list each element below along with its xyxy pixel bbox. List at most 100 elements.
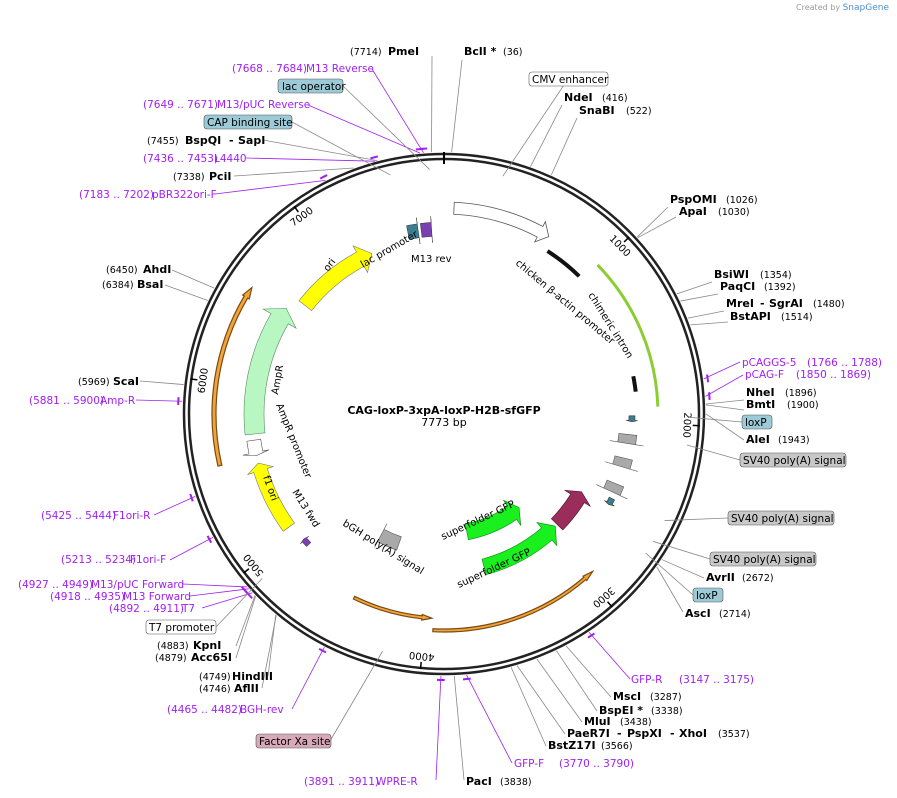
- cmv-enhancer-arc: [453, 201, 550, 243]
- enzyme-pos: (4883): [157, 641, 189, 652]
- enzyme-pos: (2672): [742, 573, 774, 584]
- primer-name[interactable]: BGH-rev: [240, 704, 284, 716]
- enzyme-name[interactable]: ApaI: [679, 205, 707, 218]
- primer-name[interactable]: F1ori-R: [113, 510, 150, 522]
- sv40-polya-block: [609, 433, 644, 447]
- primer-name[interactable]: M13/pUC Forward: [91, 579, 184, 591]
- enzyme-name[interactable]: PspXI: [627, 727, 662, 740]
- sv40-polya-block: [604, 455, 638, 472]
- primer-name[interactable]: pCAG-F: [745, 369, 784, 381]
- promoter-end-arc: [631, 375, 638, 392]
- m13-rev-block: [420, 216, 433, 243]
- primer-pos: (4892 .. 4911): [109, 603, 184, 615]
- enzyme-name[interactable]: AvrII: [706, 571, 735, 584]
- enzyme-name[interactable]: KpnI: [193, 639, 221, 652]
- primer-pos: (4465 .. 4482): [167, 704, 242, 716]
- primer-pos: (5213 .. 5234): [61, 554, 136, 566]
- enzyme-name[interactable]: XhoI: [679, 727, 707, 740]
- enzyme-name[interactable]: BstAPI: [730, 310, 771, 323]
- enzyme-leader-line: [139, 380, 184, 385]
- primer-name[interactable]: GFP-R: [631, 674, 662, 686]
- enzyme-name[interactable]: BspEI *: [599, 704, 643, 717]
- enzyme-name[interactable]: MluI: [584, 715, 611, 728]
- enzyme-name[interactable]: MreI: [726, 297, 754, 310]
- enzyme-leader-line: [550, 117, 578, 176]
- feature-label: superfolder GFP: [456, 547, 533, 591]
- enzyme-name[interactable]: PspOMI: [670, 193, 717, 206]
- enzyme-name[interactable]: BstZ17I: [548, 739, 596, 752]
- enzyme-pos: (1900): [787, 400, 819, 411]
- enzyme-name[interactable]: Acc65I: [191, 651, 232, 664]
- feature-box[interactable]: [255, 733, 332, 749]
- feature-box[interactable]: [709, 551, 817, 567]
- enzyme-name[interactable]: AleI: [746, 433, 770, 446]
- enzyme-name[interactable]: NheI: [746, 386, 775, 399]
- enzyme-pos: (7338): [173, 172, 205, 183]
- enzyme-leader-line: [661, 559, 705, 579]
- primer-name[interactable]: M13/pUC Reverse: [217, 99, 310, 111]
- enzyme-name[interactable]: MscI: [613, 690, 641, 703]
- enzyme-name[interactable]: BmtI: [746, 398, 775, 411]
- enzyme-pos: (3838): [500, 777, 532, 788]
- m13-fwd-marker: [300, 536, 312, 548]
- primer-name[interactable]: L4440: [214, 153, 247, 165]
- enzyme-name[interactable]: BsiWI: [714, 268, 749, 281]
- enzyme-leader-line: [676, 281, 713, 295]
- feature-box[interactable]: [528, 71, 609, 87]
- enzyme-name[interactable]: SgrAI: [769, 297, 803, 310]
- enzyme-name[interactable]: NdeI: [564, 91, 593, 104]
- primer-pos: (5881 .. 5900): [29, 395, 104, 407]
- snapgene-brand: Created by SnapGene: [796, 3, 889, 13]
- enzyme-name[interactable]: PmeI: [388, 45, 419, 58]
- enzyme-name[interactable]: PciI: [209, 170, 231, 183]
- primer-name[interactable]: pBR322ori-F: [152, 189, 217, 201]
- enzyme-name[interactable]: PacI: [466, 775, 492, 788]
- primer-name[interactable]: GFP-F: [514, 758, 544, 770]
- primer-name[interactable]: pCAGGS-5: [742, 357, 796, 369]
- primer-name[interactable]: Amp-R: [100, 395, 135, 407]
- primer-pos: (5425 .. 5444): [41, 510, 116, 522]
- feature-arcs: [211, 201, 660, 633]
- feature-box[interactable]: [277, 78, 344, 94]
- f1-ori-arrow: [246, 462, 295, 532]
- enzyme-name[interactable]: PaeR7I: [567, 727, 610, 740]
- enzyme-name[interactable]: AscI: [685, 607, 711, 620]
- enzyme-leader-line: [556, 650, 598, 712]
- primer-name[interactable]: M13 Forward: [123, 591, 191, 603]
- feature-box[interactable]: [739, 452, 847, 468]
- primer-pos: (3891 .. 3911): [304, 776, 379, 788]
- feature-label: Factor Xa site: [259, 736, 330, 748]
- feature-box[interactable]: [145, 619, 217, 635]
- enzyme-name[interactable]: AhdI: [143, 263, 171, 276]
- primer-name[interactable]: M13 Reverse: [306, 63, 374, 75]
- enzyme-pos: (3537): [718, 729, 750, 740]
- enzyme-name[interactable]: BsaI: [137, 278, 163, 291]
- enzyme-name[interactable]: HindIII: [232, 670, 273, 683]
- primer-leader-line: [435, 675, 442, 781]
- enzyme-name[interactable]: ScaI: [113, 375, 139, 388]
- feature-box[interactable]: [692, 587, 724, 603]
- primer-arc: [319, 174, 328, 180]
- enzyme-name[interactable]: AflII: [234, 682, 259, 695]
- orange-orf-arrow: [352, 595, 435, 621]
- feature-box[interactable]: [203, 114, 293, 130]
- enzyme-name[interactable]: SnaBI: [579, 104, 615, 117]
- cba-promoter-arc: [546, 249, 581, 278]
- snapgene-logo-text: SnapGene: [842, 3, 889, 13]
- enzyme-name[interactable]: BclI *: [464, 45, 497, 58]
- feature-box[interactable]: [741, 414, 773, 430]
- primer-name[interactable]: T7: [181, 603, 195, 615]
- feature-leader-line: [329, 650, 383, 742]
- primer-pos: (4927 .. 4949): [18, 579, 93, 591]
- primer-leader-line: [135, 399, 183, 402]
- enzyme-leader-line: [451, 59, 463, 153]
- enzyme-name[interactable]: PaqCI: [720, 280, 755, 293]
- feature-box[interactable]: [727, 510, 835, 526]
- primer-name[interactable]: WPRE-R: [376, 776, 418, 788]
- ori-arrow: [298, 245, 373, 312]
- enzyme-name[interactable]: BspQI: [185, 134, 221, 147]
- primer-name[interactable]: F1ori-F: [130, 554, 166, 566]
- enzyme-name[interactable]: SapI: [238, 134, 265, 147]
- tick-mark: [419, 661, 422, 669]
